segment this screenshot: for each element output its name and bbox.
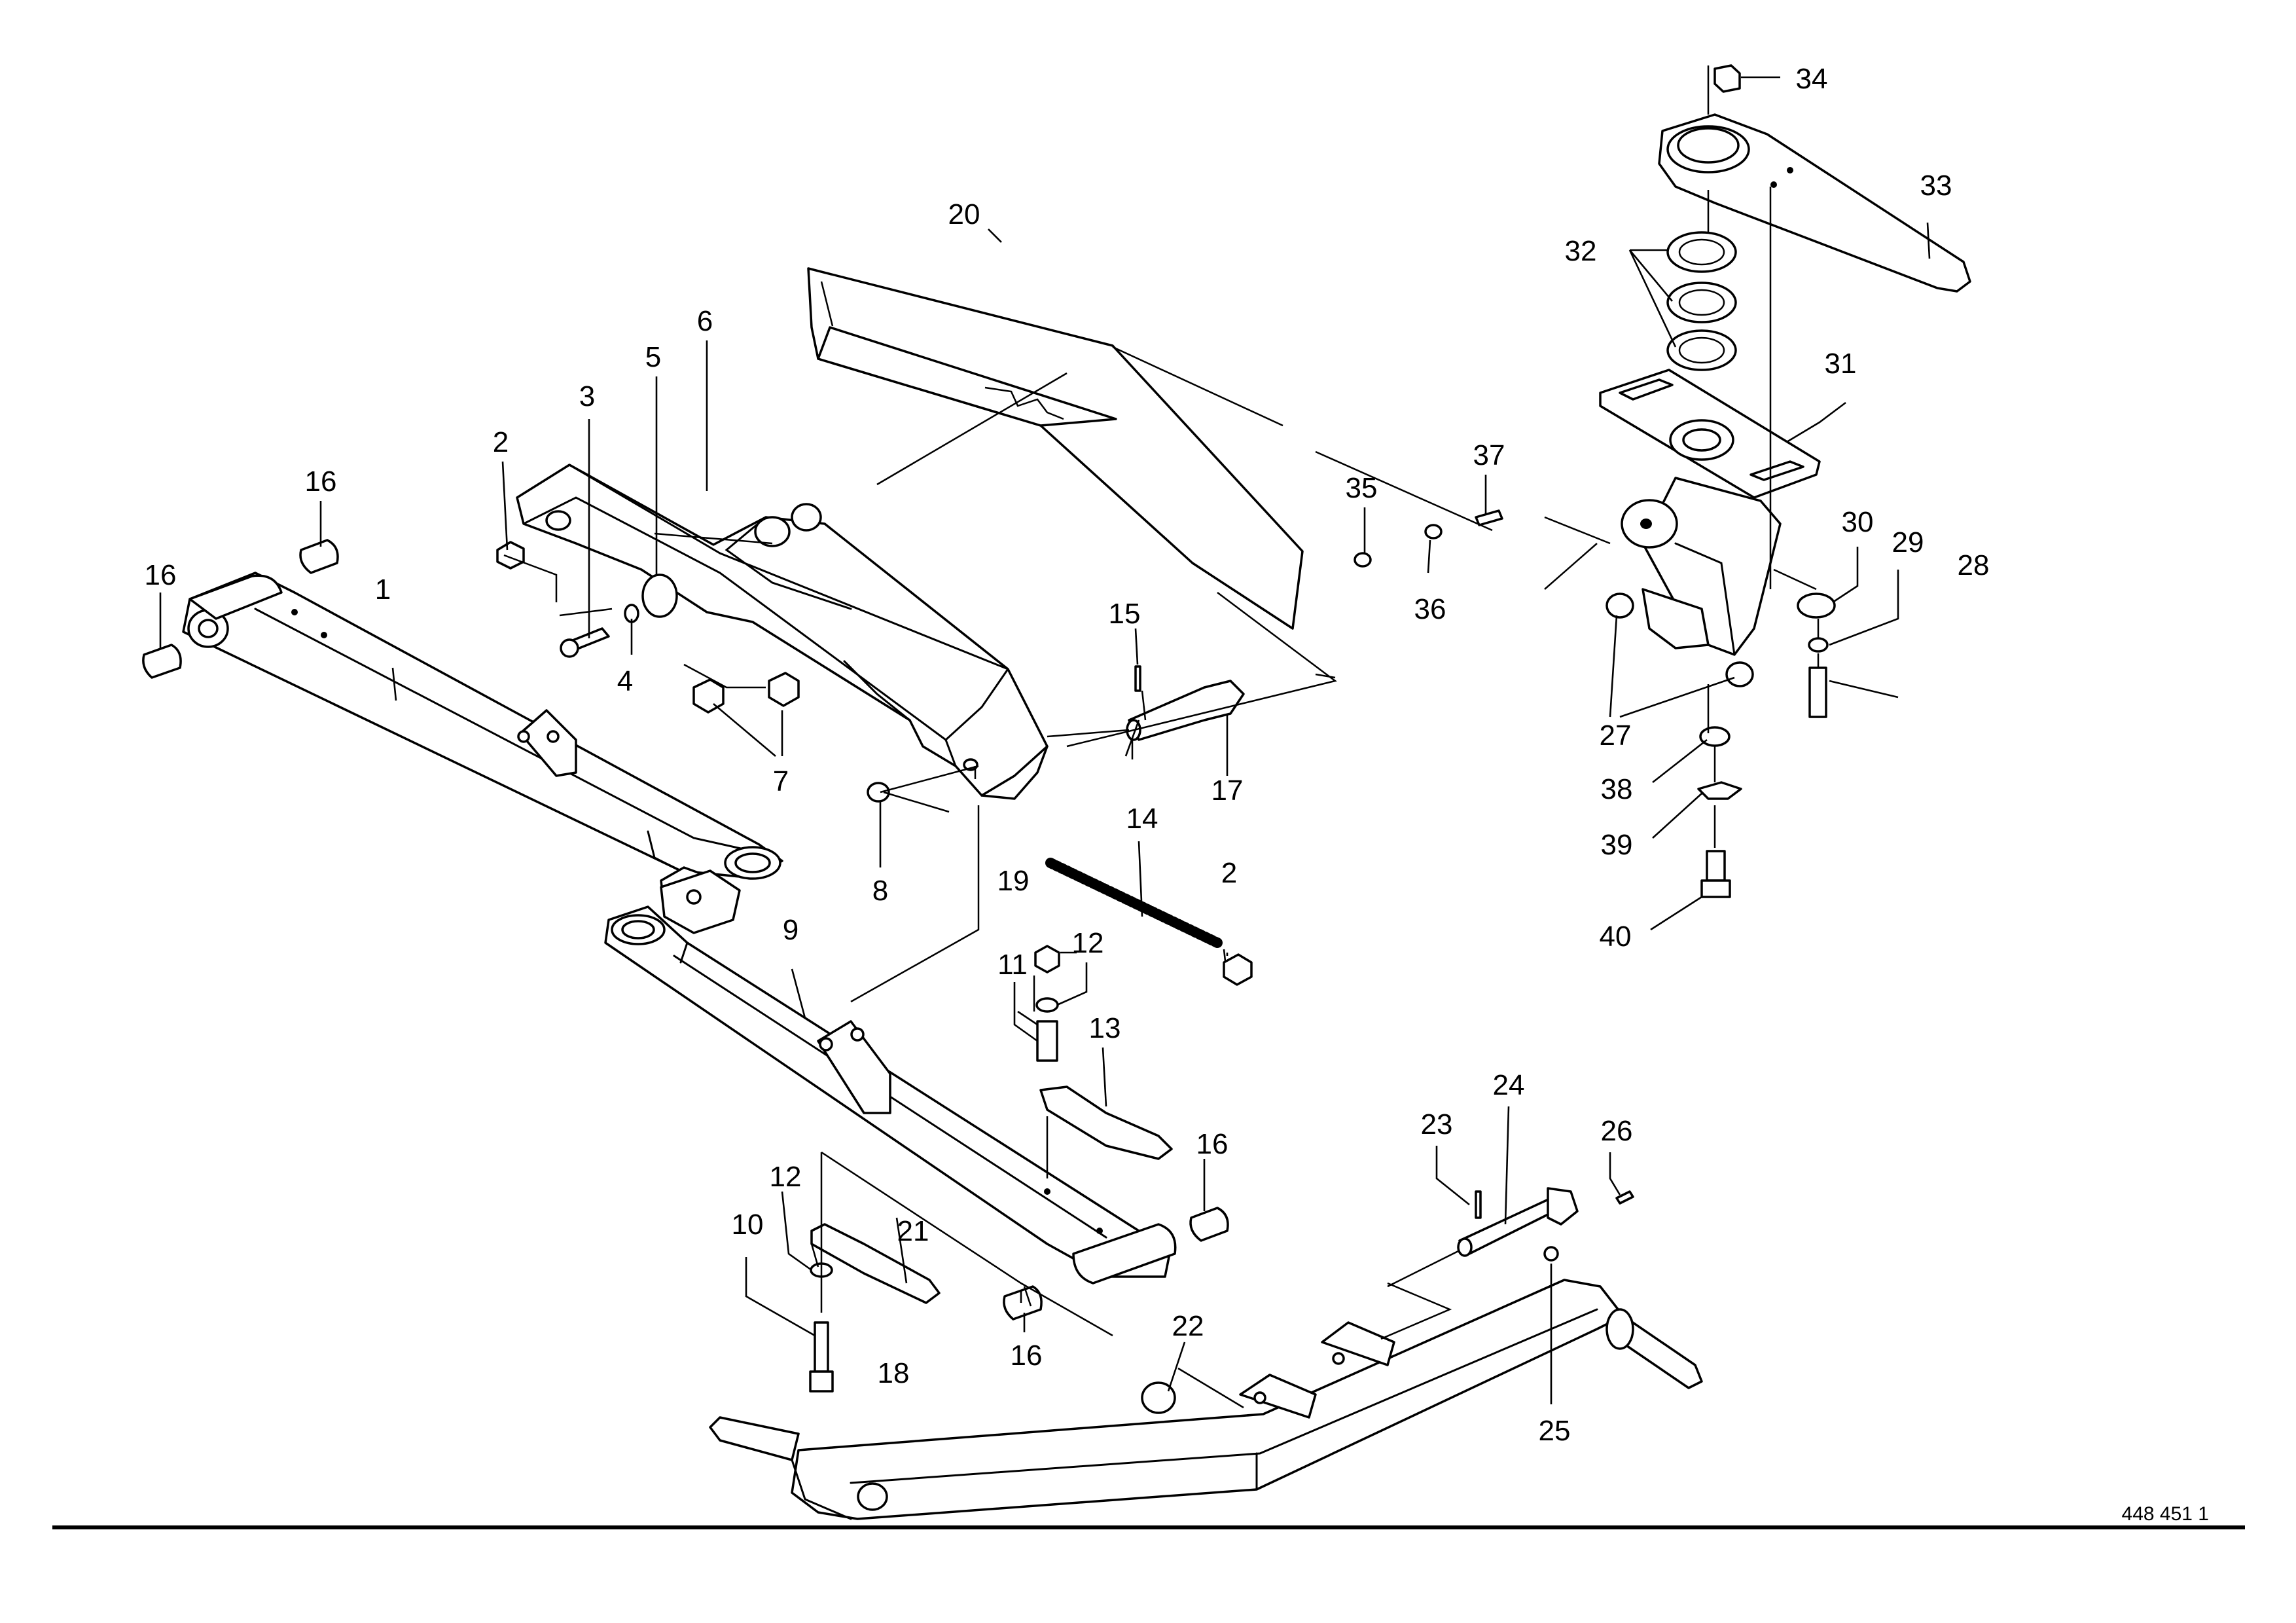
callout-6: 6 bbox=[697, 305, 713, 337]
callout-32: 32 bbox=[1565, 235, 1597, 267]
callout-39: 39 bbox=[1601, 829, 1633, 861]
callout-22: 22 bbox=[1172, 1310, 1204, 1342]
callout-18: 18 bbox=[878, 1357, 910, 1389]
part-33-steering-lever bbox=[1658, 113, 1971, 293]
callout-13: 13 bbox=[1089, 1012, 1121, 1044]
callout-21: 21 bbox=[897, 1215, 929, 1247]
callout-17: 17 bbox=[1211, 775, 1244, 807]
callout-1: 1 bbox=[375, 574, 391, 606]
callout-25: 25 bbox=[1539, 1415, 1571, 1447]
callout-16-d: 16 bbox=[1011, 1340, 1043, 1372]
callout-2-second: 2 bbox=[1221, 857, 1237, 889]
callout-29: 29 bbox=[1892, 526, 1924, 558]
callout-16-c: 16 bbox=[1196, 1128, 1229, 1160]
callout-16-b: 16 bbox=[145, 559, 177, 591]
part-34-key bbox=[1713, 64, 1741, 93]
callout-37: 37 bbox=[1473, 439, 1505, 471]
part-18-axle-beam bbox=[709, 1279, 1703, 1520]
callout-3: 3 bbox=[579, 380, 595, 412]
part-15-split-pin bbox=[1134, 665, 1141, 692]
callout-11: 11 bbox=[997, 949, 1028, 981]
callout-34: 34 bbox=[1796, 63, 1828, 95]
callout-38: 38 bbox=[1601, 773, 1633, 805]
part-32-shims bbox=[1666, 231, 1737, 371]
callout-9: 9 bbox=[783, 914, 798, 946]
part-1-left-arm bbox=[182, 572, 783, 921]
callout-10: 10 bbox=[732, 1209, 764, 1241]
callout-4: 4 bbox=[617, 665, 633, 697]
callout-28: 28 bbox=[1958, 549, 1990, 581]
part-6-main-frame bbox=[516, 464, 1049, 800]
callout-36: 36 bbox=[1414, 593, 1446, 625]
part-9-lower-arm bbox=[604, 869, 1173, 1278]
callout-19: 19 bbox=[997, 865, 1030, 897]
callout-33: 33 bbox=[1920, 170, 1952, 202]
callout-leaders bbox=[159, 76, 1931, 1404]
callout-12-second: 12 bbox=[770, 1161, 802, 1193]
callout-16-a: 16 bbox=[305, 465, 337, 498]
callout-14: 14 bbox=[1126, 803, 1158, 835]
callout-26: 26 bbox=[1601, 1115, 1633, 1147]
callout-23: 23 bbox=[1421, 1108, 1453, 1140]
callout-5: 5 bbox=[645, 341, 661, 373]
part-14-threaded-rod bbox=[1045, 858, 1223, 948]
callout-27: 27 bbox=[1600, 720, 1632, 752]
callout-labels: 1 2 2 3 4 5 6 7 8 9 10 11 12 12 13 14 15… bbox=[145, 63, 1990, 1447]
callout-24: 24 bbox=[1493, 1069, 1525, 1101]
callout-8: 8 bbox=[872, 875, 888, 907]
part-20-cover-plate bbox=[807, 267, 1304, 630]
callout-15: 15 bbox=[1109, 598, 1141, 630]
document-number: 448 451 1 bbox=[2122, 1503, 2209, 1525]
callout-35: 35 bbox=[1346, 472, 1378, 504]
assembly-lines bbox=[503, 65, 1820, 1409]
callout-7: 7 bbox=[773, 765, 789, 797]
callout-12: 12 bbox=[1072, 927, 1104, 959]
hardware bbox=[142, 499, 1836, 1414]
callout-40: 40 bbox=[1600, 921, 1632, 953]
callout-30: 30 bbox=[1842, 506, 1874, 538]
callout-20: 20 bbox=[948, 198, 980, 230]
callout-2: 2 bbox=[493, 426, 509, 458]
callout-31: 31 bbox=[1825, 348, 1857, 380]
